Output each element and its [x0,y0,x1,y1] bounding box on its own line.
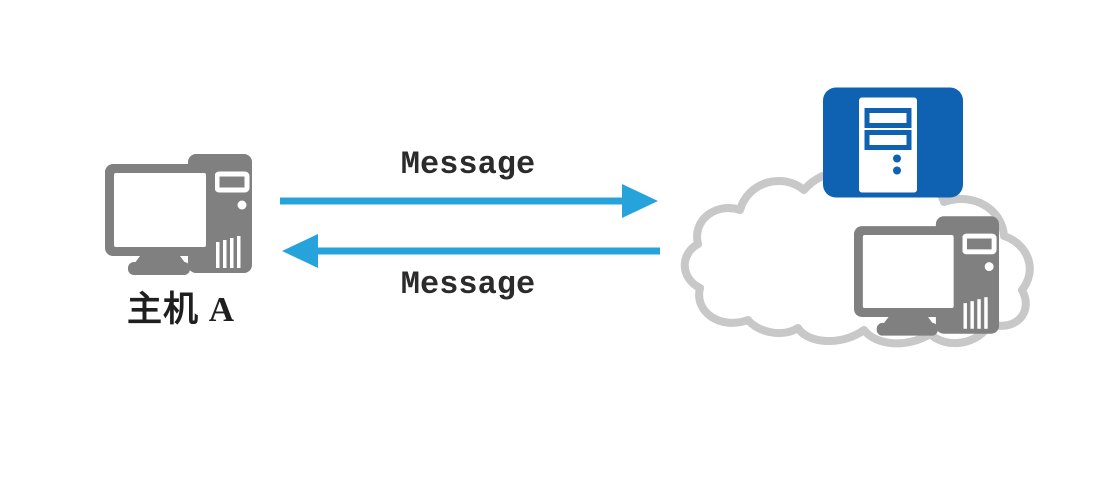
desktop-computer-icon [853,216,1000,336]
arrow-right-icon [280,184,658,218]
desktop-computer-icon [105,154,252,275]
message-top-label: Message [400,146,536,183]
arrow-left-icon [282,234,660,268]
message-arrows [280,184,660,268]
message-bottom-label: Message [400,266,536,303]
host-a-label: 主机 A [126,290,236,329]
server-icon [823,87,963,198]
